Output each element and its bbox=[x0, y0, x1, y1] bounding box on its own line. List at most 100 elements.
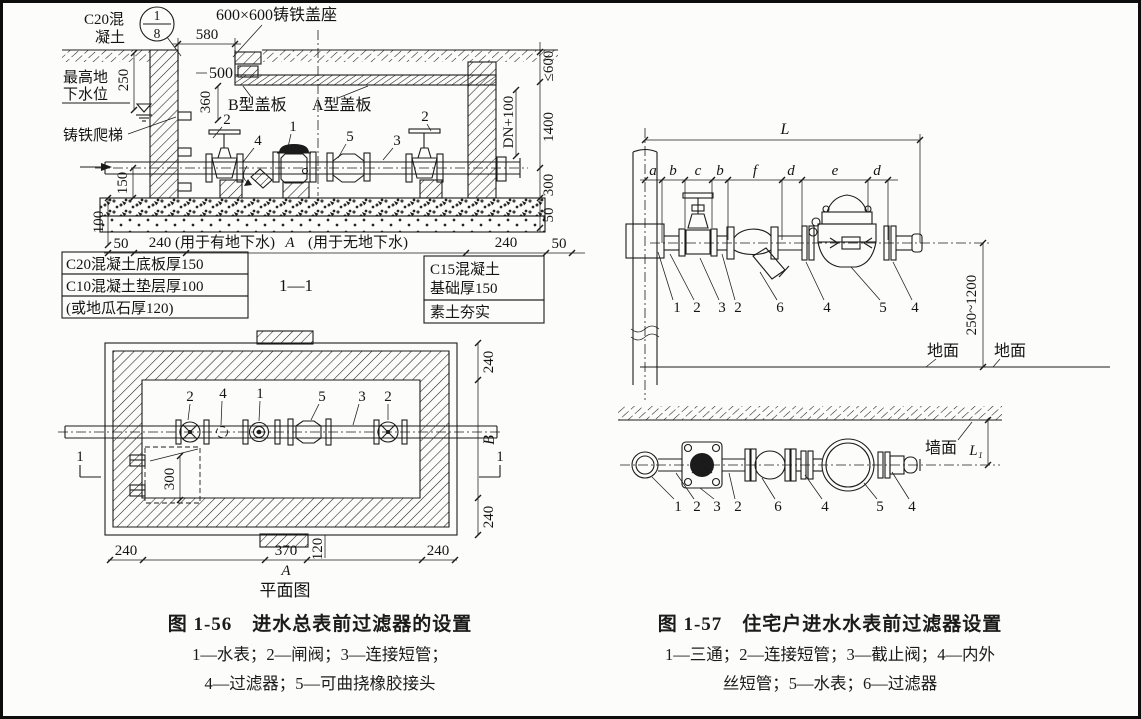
plan-assembly bbox=[620, 438, 1000, 492]
union-coupling-left bbox=[801, 225, 815, 261]
ground-line: 地面 地面 bbox=[640, 342, 1110, 368]
plan-flexible-joint bbox=[287, 418, 332, 446]
seg-e: e bbox=[832, 163, 839, 179]
part-label: 1 bbox=[256, 386, 264, 402]
dim-L-label: L bbox=[780, 121, 790, 138]
note-without-groundwater: (用于无地下水) bbox=[308, 234, 408, 251]
wall-face: 墙面 L₁ bbox=[618, 406, 1002, 469]
tee-fitting bbox=[631, 451, 659, 479]
plan-strainer-mark bbox=[216, 426, 228, 438]
part-label: 2 bbox=[384, 389, 392, 405]
plan-part-callouts: 2 4 1 5 3 2 bbox=[186, 386, 392, 426]
part-label: 4 bbox=[254, 133, 262, 149]
dim-370: 370 bbox=[275, 543, 298, 559]
plan-right-dimensions: 240 B 240 bbox=[474, 339, 498, 539]
svg-text:100: 100 bbox=[91, 211, 107, 234]
section-mark-1-1: 1—1 bbox=[279, 276, 313, 295]
water-level-icon bbox=[135, 103, 153, 122]
plan-bottom-dimensions: 240 370 A 240 120 平面图 bbox=[106, 535, 459, 600]
dim-240-left: 240 bbox=[149, 235, 172, 251]
right-dimension-chain: DN+100 ≤600 1400 300 50 bbox=[501, 42, 557, 232]
part-label: 2 bbox=[186, 389, 194, 405]
c20-note2: 凝土 bbox=[95, 29, 125, 46]
branch-pipe bbox=[650, 235, 992, 251]
part-label: 6 bbox=[774, 499, 782, 515]
dim-le600: ≤600 bbox=[541, 51, 557, 82]
part-label: 2 bbox=[421, 109, 429, 125]
dim-120: 120 bbox=[310, 538, 326, 561]
fig-1-56-plan-view: 2 4 1 5 3 2 300 1 bbox=[58, 330, 504, 600]
dim-240-bl: 240 bbox=[115, 543, 138, 559]
plan-gate-valve-right bbox=[373, 419, 408, 445]
svg-text:150: 150 bbox=[115, 172, 131, 195]
part-label: 5 bbox=[879, 300, 887, 316]
svg-text:360: 360 bbox=[198, 91, 214, 114]
svg-text:580: 580 bbox=[196, 27, 219, 43]
dim-240-br: 240 bbox=[427, 543, 450, 559]
seg-b2: b bbox=[716, 163, 724, 179]
dim-50-left: 50 bbox=[114, 236, 129, 252]
part-label: 3 bbox=[393, 133, 401, 149]
part-label: 4 bbox=[823, 300, 831, 316]
cut-label-left: 1 bbox=[76, 449, 84, 465]
plan-ladder: 300 bbox=[129, 446, 201, 504]
dim-300: 300 bbox=[541, 174, 557, 197]
cover-seat-note: 600×600铸铁盖座 bbox=[216, 6, 337, 24]
union-coupling-right bbox=[883, 225, 923, 261]
note-bottom-slab: C20混凝土底板厚150 bbox=[66, 255, 204, 273]
fig-1-57-elevation: L a b c b f d e bbox=[625, 121, 1110, 400]
figure-1-57-legend-2: 丝短管；5—水表；6—过滤器 bbox=[722, 674, 938, 694]
dim-B: B bbox=[481, 435, 498, 445]
figure-1-56-legend-1: 1—水表；2—闸阀；3—连接短管； bbox=[192, 645, 448, 665]
note-rammed-earth: 素土夯实 bbox=[430, 304, 490, 321]
part-label: 4 bbox=[908, 499, 916, 515]
seg-a: a bbox=[649, 163, 657, 179]
dim-A-plan: A bbox=[280, 563, 291, 579]
technical-drawings: 2 4 1 5 3 2 C20混 凝土 1 8 600×600铸铁盖座 bbox=[58, 6, 1110, 600]
part-label: 5 bbox=[346, 129, 354, 145]
part-label: 4 bbox=[911, 300, 919, 316]
dim-240-right: 240 bbox=[495, 235, 518, 251]
part-label: 1 bbox=[289, 119, 297, 135]
dn-note: DN+100 bbox=[501, 96, 517, 149]
cut-label-right: 1 bbox=[496, 449, 504, 465]
part-label: 2 bbox=[734, 499, 742, 515]
detail-bubble: 1 8 bbox=[139, 6, 182, 57]
note-with-groundwater: (用于有地下水) bbox=[175, 234, 275, 251]
figure-1-57-caption: 图 1-57 住宅户进水水表前过滤器设置 1—三通；2—连接短管；3—截止阀；4… bbox=[595, 608, 1065, 699]
dim-L: L bbox=[641, 121, 924, 243]
part-label: 2 bbox=[734, 300, 742, 316]
c20-note: C20混 bbox=[84, 11, 124, 28]
svg-text:1: 1 bbox=[154, 8, 161, 23]
plan-part-callouts: 1 2 3 2 6 4 5 4 bbox=[651, 471, 916, 515]
part-label: 1 bbox=[674, 499, 682, 515]
pipe-supports bbox=[219, 179, 443, 199]
dim-250-1200: 250~1200 bbox=[964, 275, 980, 336]
gate-valve-right bbox=[405, 128, 444, 183]
part-label: 2 bbox=[693, 499, 701, 515]
groundwater-note: 最高地 bbox=[63, 69, 108, 86]
fig-1-57-plan: 墙面 L₁ bbox=[618, 406, 1002, 515]
figure-1-57-legend-1: 1—三通；2—连接短管；3—截止阀；4—内外 bbox=[665, 645, 995, 665]
elevation-part-callouts: 1 2 3 2 6 4 5 4 bbox=[657, 251, 919, 316]
cover-a-label: A型盖板 bbox=[312, 96, 372, 114]
part-label: 4 bbox=[219, 386, 227, 402]
plan-gate-valve-left bbox=[175, 419, 210, 445]
part-label: 2 bbox=[693, 300, 701, 316]
part-label: 1 bbox=[673, 300, 681, 316]
figure-1-57-title: 图 1-57 住宅户进水水表前过滤器设置 bbox=[657, 614, 1003, 635]
part-label: 3 bbox=[713, 499, 721, 515]
foundation-slab bbox=[99, 197, 546, 233]
main-pipe bbox=[95, 156, 528, 182]
dim-A: A bbox=[284, 235, 295, 251]
wall-label: 墙面 bbox=[925, 439, 957, 457]
figure-1-56-caption: 图 1-56 进水总表前过滤器的设置 1—水表；2—闸阀；3—连接短管； 4—过… bbox=[60, 608, 580, 699]
dim-install-height: 250~1200 bbox=[964, 239, 987, 371]
dim-50-right: 50 bbox=[552, 236, 567, 252]
stop-valve bbox=[678, 192, 718, 257]
seg-f: f bbox=[753, 163, 759, 179]
figure-1-56-legend-2: 4—过滤器；5—可曲挠橡胶接头 bbox=[204, 674, 436, 694]
water-meter-elevation bbox=[808, 194, 877, 268]
dim-500: 500 bbox=[196, 65, 233, 82]
